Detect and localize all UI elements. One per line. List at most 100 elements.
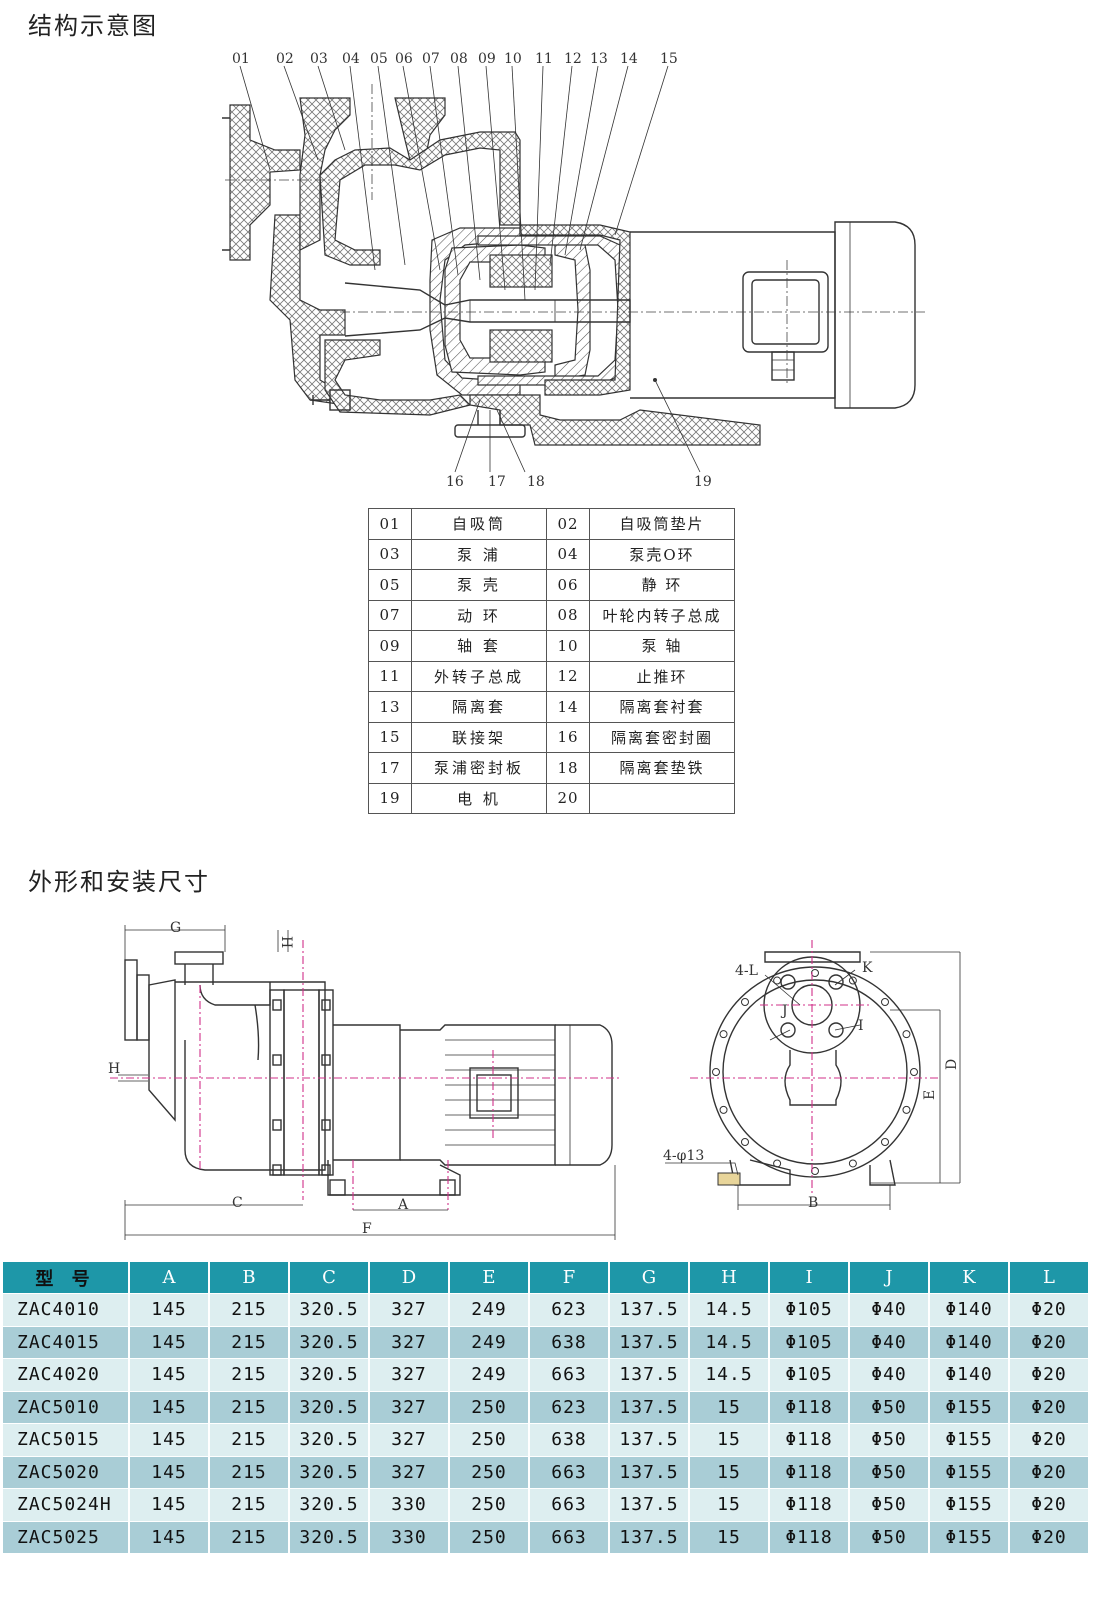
dimension-cell: 330 — [369, 1488, 450, 1521]
dimension-cell: 320.5 — [289, 1293, 370, 1326]
dimensions-title: 外形和安装尺寸 — [28, 868, 210, 896]
bolt-hole — [719, 1030, 728, 1039]
part-name: 外转子总成 — [411, 660, 547, 692]
dimension-cell: Φ118 — [769, 1423, 850, 1456]
dimension-cell: 215 — [209, 1358, 290, 1391]
model-cell: ZAC4015 — [3, 1325, 130, 1359]
callout-09: 09 — [478, 51, 496, 67]
model-cell: ZAC5024H — [3, 1488, 130, 1521]
column-header: G — [609, 1262, 690, 1294]
callout-07: 07 — [422, 51, 440, 67]
dimension-cell: 215 — [209, 1520, 290, 1553]
dimension-cell: 137.5 — [609, 1325, 690, 1359]
dimension-cell: 145 — [129, 1325, 210, 1359]
structure-diagram-title: 结构示意图 — [28, 12, 158, 40]
dimension-cell: 320.5 — [289, 1455, 370, 1489]
column-header: 型 号 — [3, 1262, 130, 1294]
callout-13: 13 — [590, 51, 608, 67]
dimension-cell: Φ20 — [1009, 1455, 1090, 1489]
dimension-cell: 623 — [529, 1390, 610, 1424]
dimension-cell: 145 — [129, 1293, 210, 1326]
dimension-cell: 330 — [369, 1520, 450, 1553]
part-name: 联接架 — [411, 721, 547, 753]
bolt-hole — [712, 1068, 720, 1076]
dim-label-h-left: H — [108, 1061, 120, 1077]
dimension-cell: Φ118 — [769, 1390, 850, 1424]
dimension-cell: 320.5 — [289, 1325, 370, 1359]
column-header: A — [129, 1262, 210, 1294]
callout-06: 06 — [395, 51, 413, 67]
dimension-cell: Φ40 — [849, 1325, 930, 1359]
dimension-cell: 327 — [369, 1455, 450, 1489]
dimension-cell: Φ140 — [929, 1293, 1010, 1326]
column-header: B — [209, 1262, 290, 1294]
dimension-cell: 145 — [129, 1455, 210, 1489]
model-cell: ZAC4010 — [3, 1293, 130, 1326]
dimension-cell: Φ20 — [1009, 1325, 1090, 1359]
dimension-cell: Φ140 — [929, 1325, 1010, 1359]
part-number: 08 — [546, 599, 590, 631]
dimension-cell: 249 — [449, 1325, 530, 1359]
dimension-cell: 250 — [449, 1520, 530, 1553]
dimension-cell: 250 — [449, 1423, 530, 1456]
bolt-hole — [848, 1159, 857, 1168]
part-number: 12 — [546, 660, 590, 692]
dim-label-4-phi13: 4-φ13 — [663, 1148, 704, 1164]
dim-label-b: B — [808, 1195, 818, 1211]
dimension-cell: Φ105 — [769, 1358, 850, 1391]
dimension-cell: 663 — [529, 1520, 610, 1553]
bolt-hole — [719, 1105, 728, 1114]
dimension-cell: Φ50 — [849, 1455, 930, 1489]
dimension-cell: 15 — [689, 1423, 770, 1456]
callout-04: 04 — [342, 51, 360, 67]
column-header: C — [289, 1262, 370, 1294]
part-number: 05 — [368, 569, 412, 601]
bolt-hole — [740, 997, 749, 1006]
part-number: 20 — [546, 782, 590, 814]
dimension-cell: 137.5 — [609, 1423, 690, 1456]
dimension-cell: 145 — [129, 1423, 210, 1456]
part-name: 泵 轴 — [589, 630, 735, 662]
dimension-cell: 15 — [689, 1520, 770, 1553]
dimension-cell: Φ50 — [849, 1520, 930, 1553]
dim-label-i: I — [858, 1018, 864, 1034]
part-number: 15 — [368, 721, 412, 753]
callout-14: 14 — [620, 51, 638, 67]
dimension-cell: Φ20 — [1009, 1423, 1090, 1456]
part-name: 静 环 — [589, 569, 735, 601]
front-view-drawing: 4-L K J I D E B 4-φ13 — [663, 940, 961, 1211]
dimension-cell: 137.5 — [609, 1455, 690, 1489]
dimension-cell: 327 — [369, 1325, 450, 1359]
bolt-hole — [910, 1068, 918, 1076]
dimension-cell: 215 — [209, 1423, 290, 1456]
dimension-cell: Φ155 — [929, 1455, 1010, 1489]
dim-label-f: F — [362, 1221, 372, 1237]
column-header: E — [449, 1262, 530, 1294]
dimension-cell: 663 — [529, 1488, 610, 1521]
dimension-cell: 320.5 — [289, 1390, 370, 1424]
part-name — [589, 782, 735, 814]
dimension-cell: 250 — [449, 1390, 530, 1424]
dim-label-j: J — [780, 1003, 788, 1019]
part-name: 隔离套垫铁 — [589, 752, 735, 784]
callout-15: 15 — [660, 51, 678, 67]
model-cell: ZAC5010 — [3, 1390, 130, 1424]
bolt-hole — [902, 1030, 911, 1039]
callout-19: 19 — [694, 474, 712, 490]
dimension-cell: 623 — [529, 1293, 610, 1326]
callout-01: 01 — [232, 51, 250, 67]
part-name: 轴 套 — [411, 630, 547, 662]
dimension-cell: 14.5 — [689, 1358, 770, 1391]
dimension-cell: Φ155 — [929, 1423, 1010, 1456]
dimension-cell: 249 — [449, 1293, 530, 1326]
